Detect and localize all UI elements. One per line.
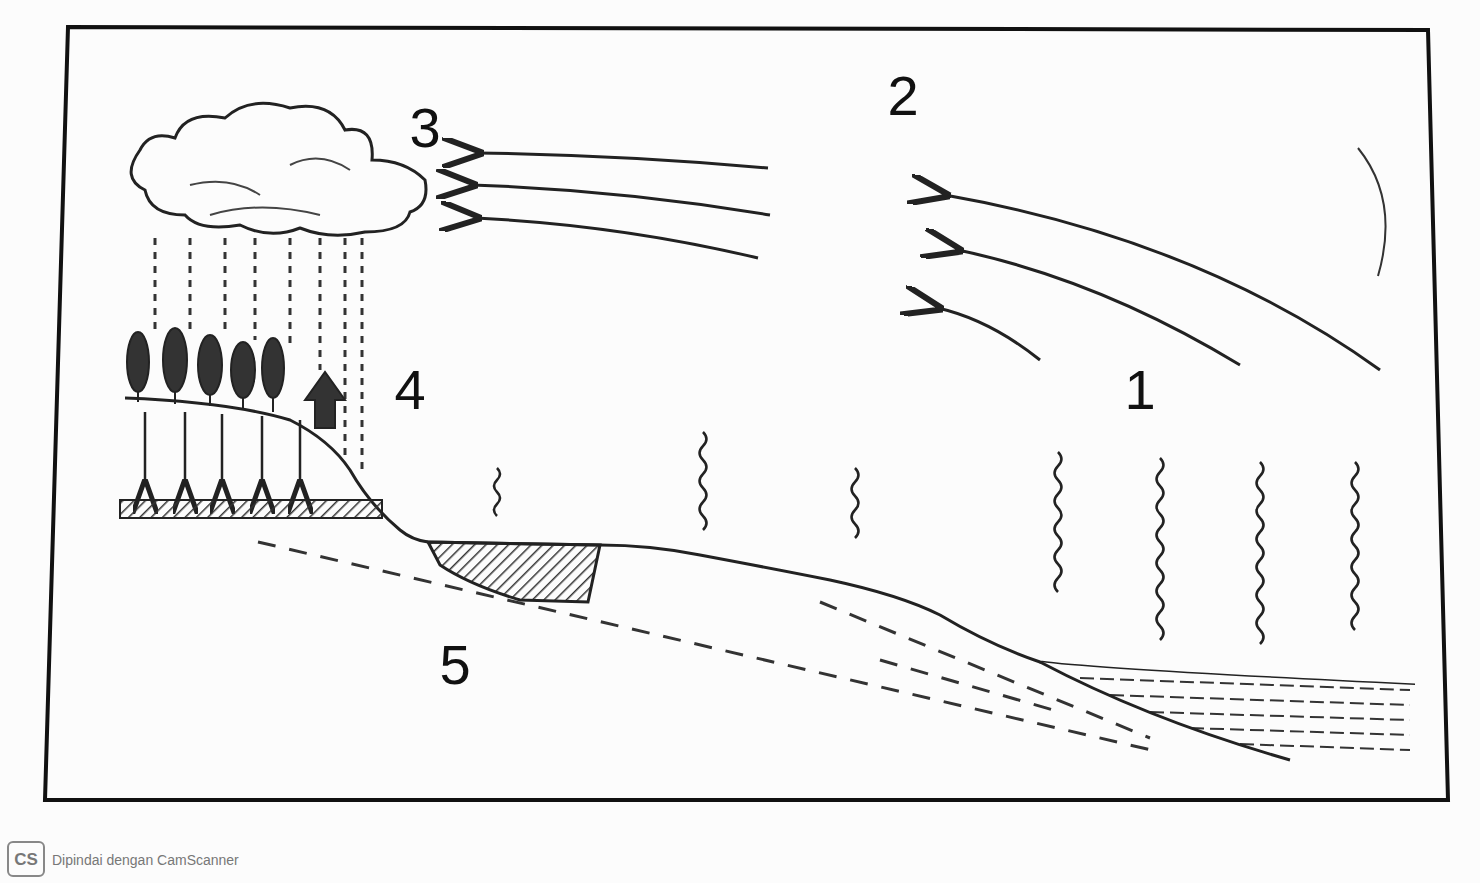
groundwater-flow [258, 542, 1160, 752]
callout-number: 2 [887, 68, 918, 124]
callout-number: 1 [1124, 362, 1155, 418]
watermark-logo-text: CS [14, 851, 38, 868]
groundwater-layer [120, 500, 382, 518]
moon-arc [1358, 148, 1386, 276]
callout-number: 3 [409, 100, 440, 156]
frame [45, 27, 1448, 800]
vapour-arrows [472, 153, 1380, 370]
trees [127, 328, 345, 428]
sea-floor [1040, 662, 1290, 760]
cloud [131, 103, 426, 235]
infiltration-arrows [145, 412, 300, 484]
cloud-detail [190, 159, 350, 215]
watermark-logo [8, 842, 44, 876]
sea [1040, 662, 1415, 760]
ground-surface [125, 398, 1415, 685]
callout-number: 4 [394, 362, 425, 418]
evaporation-waves [494, 432, 1359, 644]
lake [428, 542, 600, 602]
sea-waves [1080, 678, 1410, 750]
watermark-text: Dipindai dengan CamScanner [52, 853, 239, 867]
callout-number: 5 [439, 637, 470, 693]
